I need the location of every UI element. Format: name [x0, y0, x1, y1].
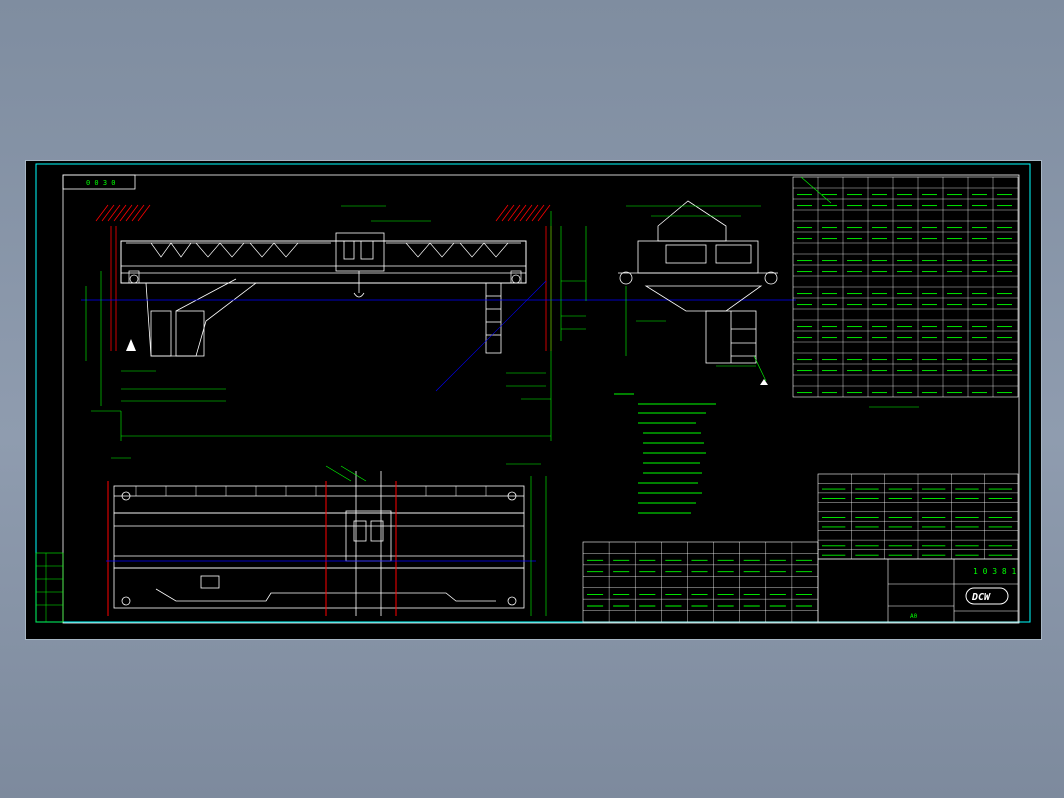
title-block: 1 0 3 8 1 DCW A0: [887, 559, 1018, 622]
revision-strip: [35, 552, 64, 623]
side-elevation: [618, 200, 778, 364]
drawing-border: [62, 174, 1020, 624]
drawing-number-tag: 0 0 3 0: [86, 179, 116, 187]
bill-of-materials-grid: [583, 542, 818, 622]
cad-drawing: 0 0 3 0: [35, 163, 1031, 624]
inner-frame: [35, 163, 1031, 623]
front-elevation: [81, 204, 796, 441]
plan-view: [106, 457, 547, 616]
title-block-number: 1 0 3 8 1: [973, 567, 1017, 576]
drawing-sheet: 0 0 3 0: [25, 160, 1042, 640]
section-arrow-icon: [760, 379, 768, 385]
sheet-size-label: A0: [910, 613, 918, 620]
section-arrow-icon: [126, 339, 136, 351]
technical-notes: [614, 393, 716, 514]
drawing-number-box: [62, 174, 136, 190]
parameter-table-grid: [793, 177, 1018, 397]
parts-list: [582, 473, 1019, 623]
parts-list-grid: [818, 474, 1018, 559]
company-logo-text: DCW: [971, 592, 991, 603]
company-logo-icon: [965, 587, 1009, 605]
